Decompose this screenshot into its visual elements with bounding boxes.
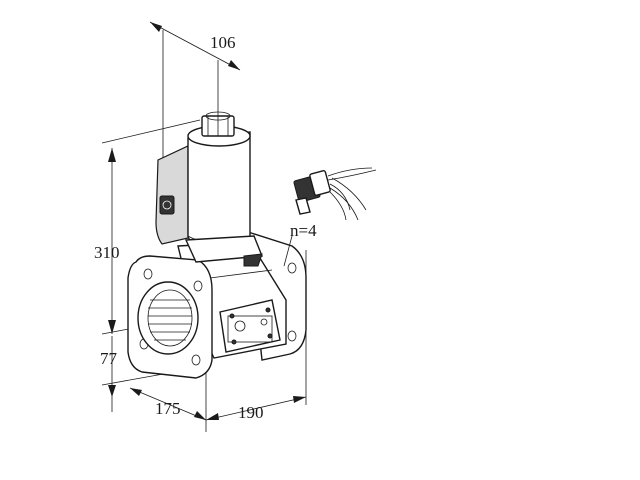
cable-connector (293, 167, 377, 221)
bolt-count-label: n=4 (290, 221, 317, 240)
dimension-label-175: 175 (155, 399, 181, 418)
bolt-count-annotation: n=4 (283, 221, 317, 267)
dimension-310: 310 (94, 119, 201, 335)
valve-body (127, 231, 307, 379)
inlet-thread-lines (148, 299, 192, 341)
dimension-label-106: 106 (210, 33, 236, 52)
dimension-77: 77 (100, 336, 181, 412)
dimension-label-77: 77 (100, 349, 118, 368)
dimension-175: 175 (129, 372, 207, 432)
dimension-106: 106 (149, 21, 241, 180)
solenoid-actuator (155, 111, 263, 267)
dimension-label-310: 310 (94, 243, 120, 262)
dimension-label-190: 190 (238, 403, 264, 422)
